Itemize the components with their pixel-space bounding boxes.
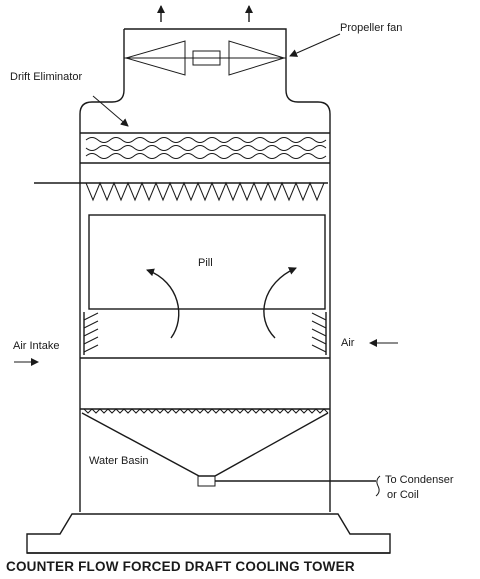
tower-outline: [79, 28, 331, 512]
air-flow-arrows: [146, 267, 297, 339]
label-air: Air: [341, 337, 355, 349]
drift-eliminator: [80, 132, 330, 164]
exhaust-air-arrows: [157, 5, 253, 22]
propeller-fan-leader: [289, 33, 341, 57]
diagram-title: COUNTER FLOW FORCED DRAFT COOLING TOWER: [6, 559, 355, 574]
water-spray-header: [34, 181, 328, 202]
label-to-condenser: To Condenser: [385, 474, 454, 486]
air-inlet-louvers-right: [311, 312, 327, 355]
fill-section: [88, 214, 326, 310]
label-water-basin: Water Basin: [89, 455, 149, 467]
label-or-coil: or Coil: [387, 489, 419, 501]
condenser-brace: [375, 475, 381, 497]
propeller-fan: [124, 40, 286, 76]
label-propeller-fan: Propeller fan: [340, 22, 402, 34]
air-inlet-louvers-left: [83, 312, 99, 355]
label-fill: Pill: [198, 257, 213, 269]
water-basin: [81, 412, 329, 487]
water-surface: [80, 408, 330, 414]
drift-eliminator-leader: [92, 95, 129, 127]
label-drift-eliminator: Drift Eliminator: [10, 71, 82, 83]
label-air-intake: Air Intake: [13, 340, 59, 352]
tower-foundation: [26, 513, 391, 554]
